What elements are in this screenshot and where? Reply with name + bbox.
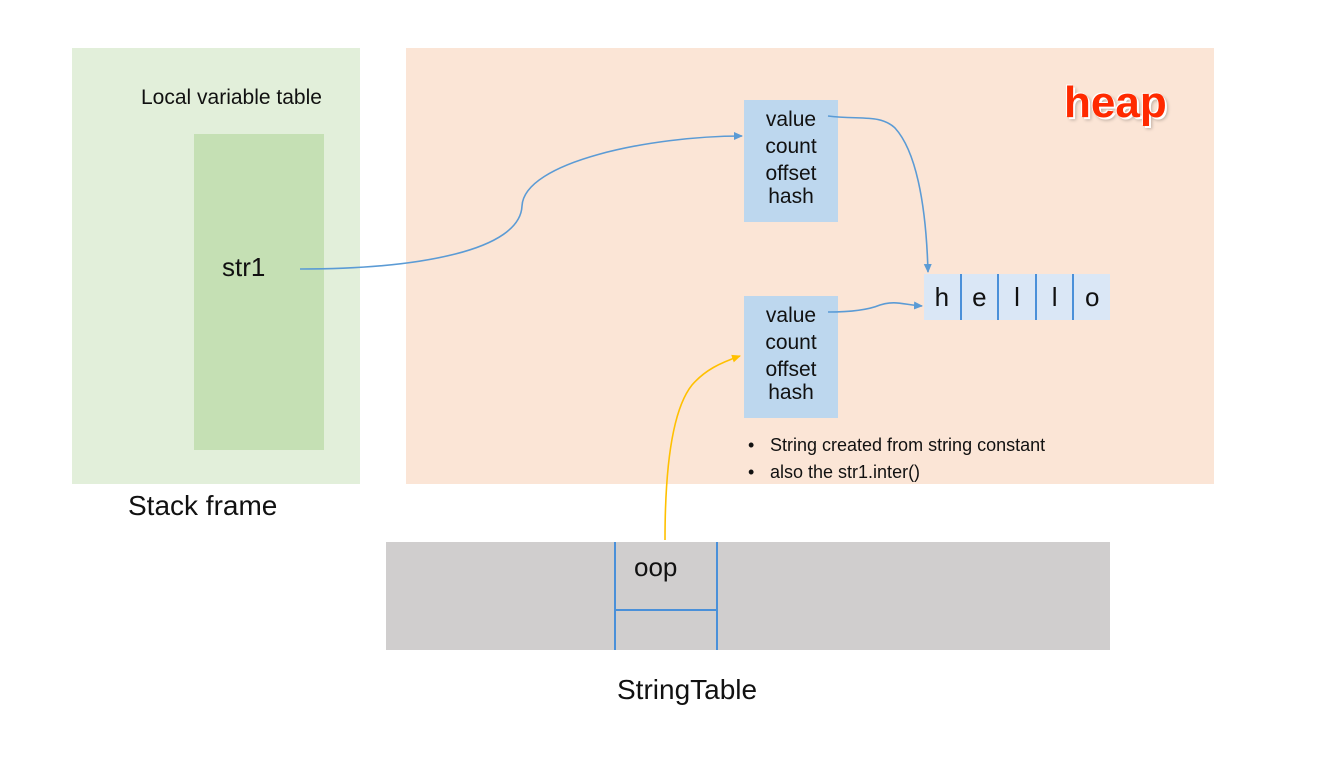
arrow-oop-to-object-2 [664, 354, 741, 541]
string-object-1: value count offset hash [744, 100, 838, 222]
arrow-object-2-value-to-char-array [827, 301, 923, 313]
string-table-entry-oop: oop [634, 552, 678, 582]
char-cell: o [1084, 281, 1100, 312]
field-value: value [765, 108, 817, 131]
string-table-caption: StringTable [617, 674, 758, 705]
char-cell: h [924, 274, 962, 320]
field-offset: offset [765, 358, 817, 381]
string-table-slot-divider [614, 609, 718, 611]
local-variable-table-title: Local variable table [141, 86, 322, 109]
string-table [386, 542, 1110, 650]
field-value: value [765, 304, 817, 327]
variable-str1: str1 [222, 252, 266, 282]
note-item: String created from string constant [748, 432, 1045, 459]
char-cell: l [999, 274, 1037, 320]
field-hash: hash [768, 381, 814, 404]
heap-notes: String created from string constant also… [748, 432, 1045, 486]
field-count: count [765, 135, 817, 158]
char-array: h e l l o [924, 274, 1110, 320]
field-hash: hash [768, 185, 814, 208]
char-cell: e [962, 274, 1000, 320]
char-cell: l [1037, 274, 1075, 320]
string-table-slot [614, 542, 718, 650]
arrow-object-1-value-to-char-array [827, 115, 932, 273]
note-item: also the str1.inter() [748, 459, 1045, 486]
heap-label: heap [1064, 78, 1167, 127]
field-offset: offset [765, 162, 817, 185]
arrow-str1-to-object-1 [299, 132, 743, 270]
field-count: count [765, 331, 817, 354]
local-variable-table [194, 134, 324, 450]
string-object-2: value count offset hash [744, 296, 838, 418]
stack-frame-caption: Stack frame [128, 490, 278, 521]
